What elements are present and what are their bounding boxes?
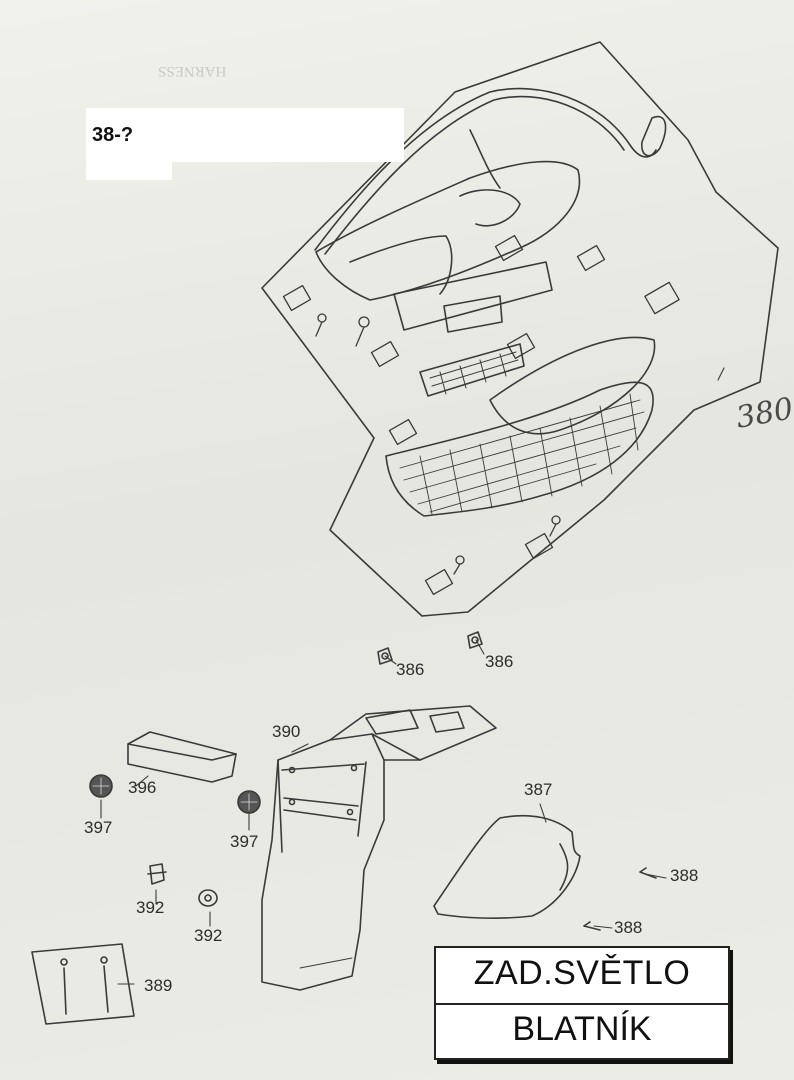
callout-388-b: 388 (614, 918, 643, 937)
screw-388-a (639, 867, 657, 879)
nut-392-b (198, 889, 218, 907)
rear-fender-390 (261, 705, 497, 991)
clip-parts (282, 234, 680, 596)
callout-386-a: 386 (396, 660, 425, 679)
title-divider (436, 1003, 728, 1005)
callout-392-a: 392 (136, 898, 165, 917)
screw-388-b (583, 921, 601, 931)
taillight-housing (315, 160, 581, 333)
title-line-2: BLATNÍK (512, 1010, 652, 1048)
plate-389 (31, 943, 135, 1025)
callout-396: 396 (128, 778, 157, 797)
wiring-harness (314, 87, 667, 255)
callout-389: 389 (144, 976, 173, 995)
callout-397-b: 397 (230, 832, 259, 851)
callout-387: 387 (524, 780, 553, 799)
screw-386-a (377, 647, 393, 665)
callout-397-a: 397 (84, 818, 113, 837)
callout-390: 390 (272, 722, 301, 741)
page-number-box-extension (86, 160, 172, 180)
callout-392-b: 392 (194, 926, 223, 945)
title-line-1: ZAD.SVĚTLO (473, 954, 691, 992)
reflector-397-b (237, 790, 261, 814)
main-lens (385, 336, 656, 517)
small-lens (419, 343, 525, 397)
section-title-box: ZAD.SVĚTLO BLATNÍK (434, 946, 730, 1060)
page-number: 38-? (92, 124, 134, 146)
taillight-callout-outline (261, 41, 779, 617)
screw-386-b (467, 631, 483, 649)
page-number-box: 38-? (86, 108, 404, 162)
callout-386-b: 386 (485, 652, 514, 671)
nut-392-a (147, 863, 167, 885)
bracket-396 (127, 731, 237, 783)
cover-387 (433, 814, 581, 919)
reflector-397-a (89, 774, 113, 798)
callout-388-a: 388 (670, 866, 699, 885)
